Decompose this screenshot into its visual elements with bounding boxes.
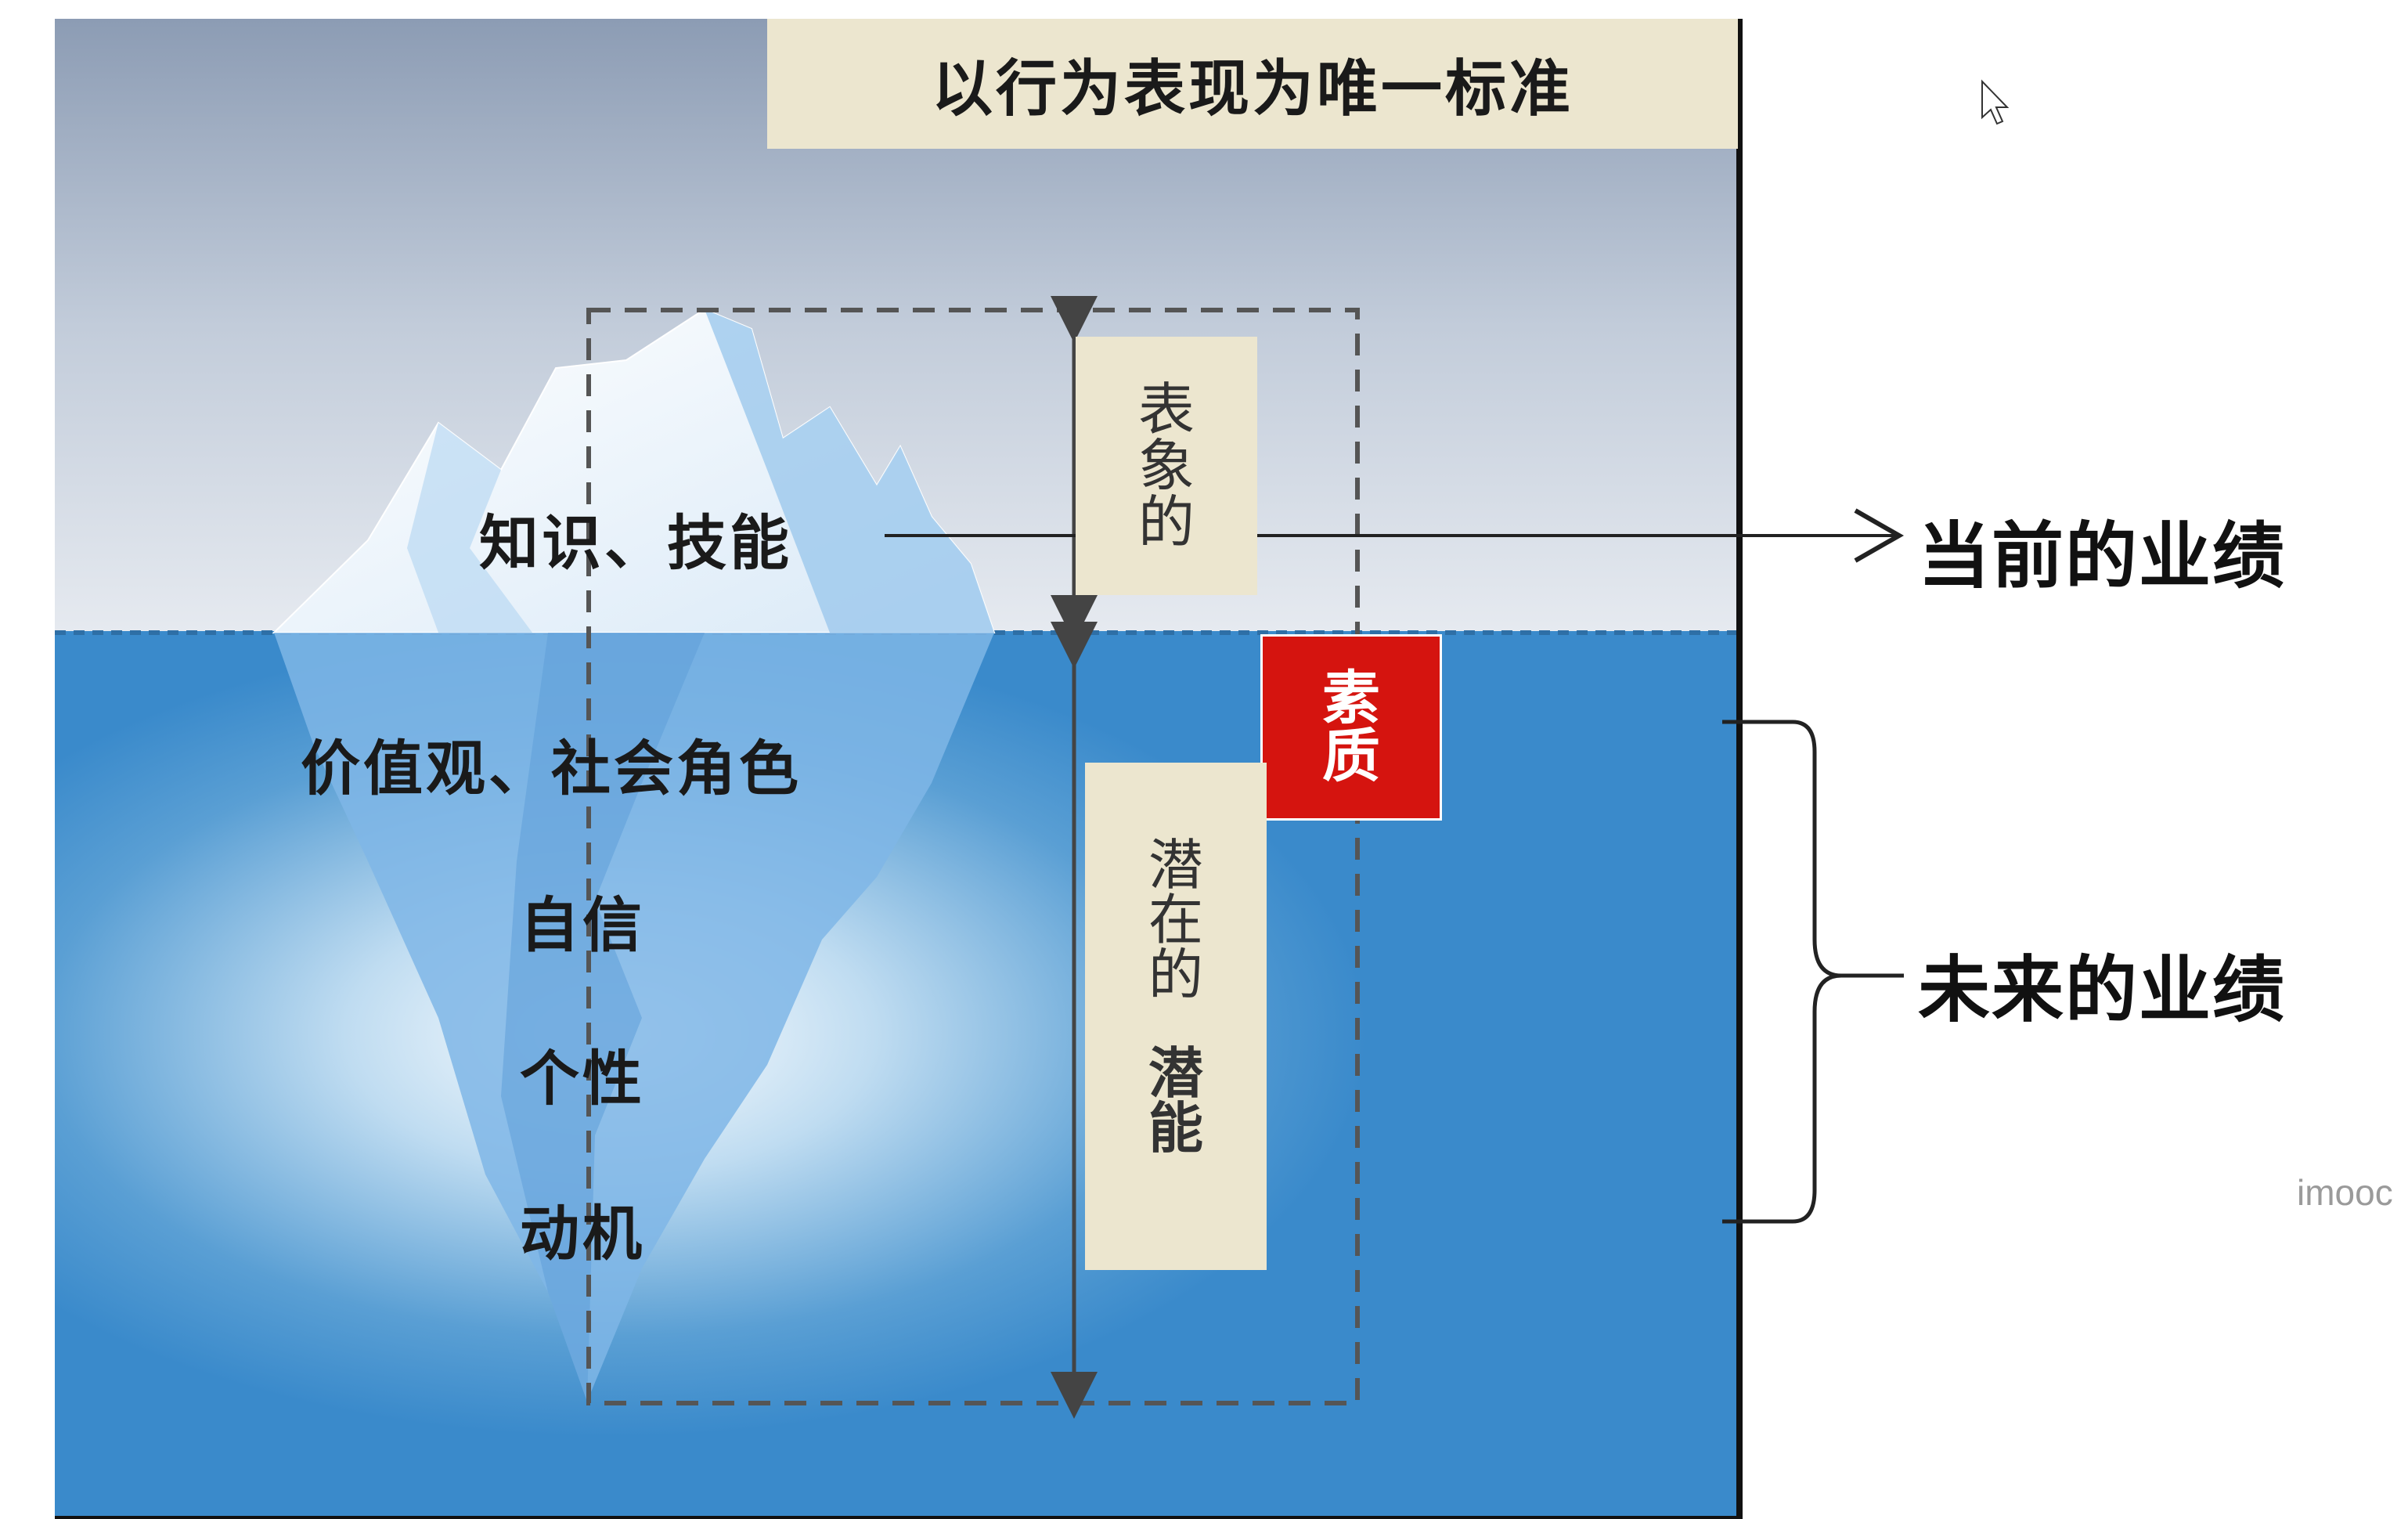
page-title: 以行为表现为唯一标准 [931, 54, 1573, 124]
watermark-text: imooc [2297, 1172, 2393, 1213]
tag-potential-char-1: 潜 [1148, 1041, 1203, 1106]
quality-badge-char-2: 质 [1322, 723, 1380, 790]
label-motivation: 动机 [520, 1199, 645, 1268]
tag-latent-potential: 潜 在 的 潜 能 [1085, 763, 1267, 1270]
tag-superficial-char-2: 象 [1137, 433, 1195, 499]
dashed-frame [586, 308, 1360, 1405]
tag-superficial-char-3: 的 [1137, 489, 1195, 555]
iceberg-tip-shade [705, 309, 994, 633]
title-box: 以行为表现为唯一标准 [767, 19, 1738, 149]
tag-latent-char-3: 的 [1148, 943, 1203, 1007]
iceberg-tip-shade-left [407, 423, 532, 633]
quality-badge-char-1: 素 [1322, 665, 1380, 732]
label-values-social-role: 价值观、社会角色 [301, 734, 802, 803]
tag-potential-char-2: 能 [1148, 1096, 1203, 1160]
iceberg-body-shade [501, 633, 705, 1402]
tag-superficial-char-1: 表 [1137, 377, 1195, 442]
tag-latent-char-2: 在 [1148, 888, 1203, 952]
mouse-cursor-icon [1981, 79, 2010, 125]
future-brace [1722, 720, 1904, 1224]
label-self-confidence: 自信 [520, 890, 645, 960]
label-personality: 个性 [520, 1044, 645, 1113]
arrow-to-current-head [1854, 508, 1905, 563]
label-knowledge-skills: 知识、技能 [479, 508, 792, 578]
tag-latent-char-1: 潜 [1148, 833, 1203, 897]
label-future-performance: 未来的业绩 [1918, 948, 2287, 1032]
quality-badge: 素 质 [1260, 634, 1442, 821]
label-current-performance: 当前的业绩 [1918, 514, 2287, 598]
tag-superficial: 表 象 的 [1076, 337, 1257, 595]
